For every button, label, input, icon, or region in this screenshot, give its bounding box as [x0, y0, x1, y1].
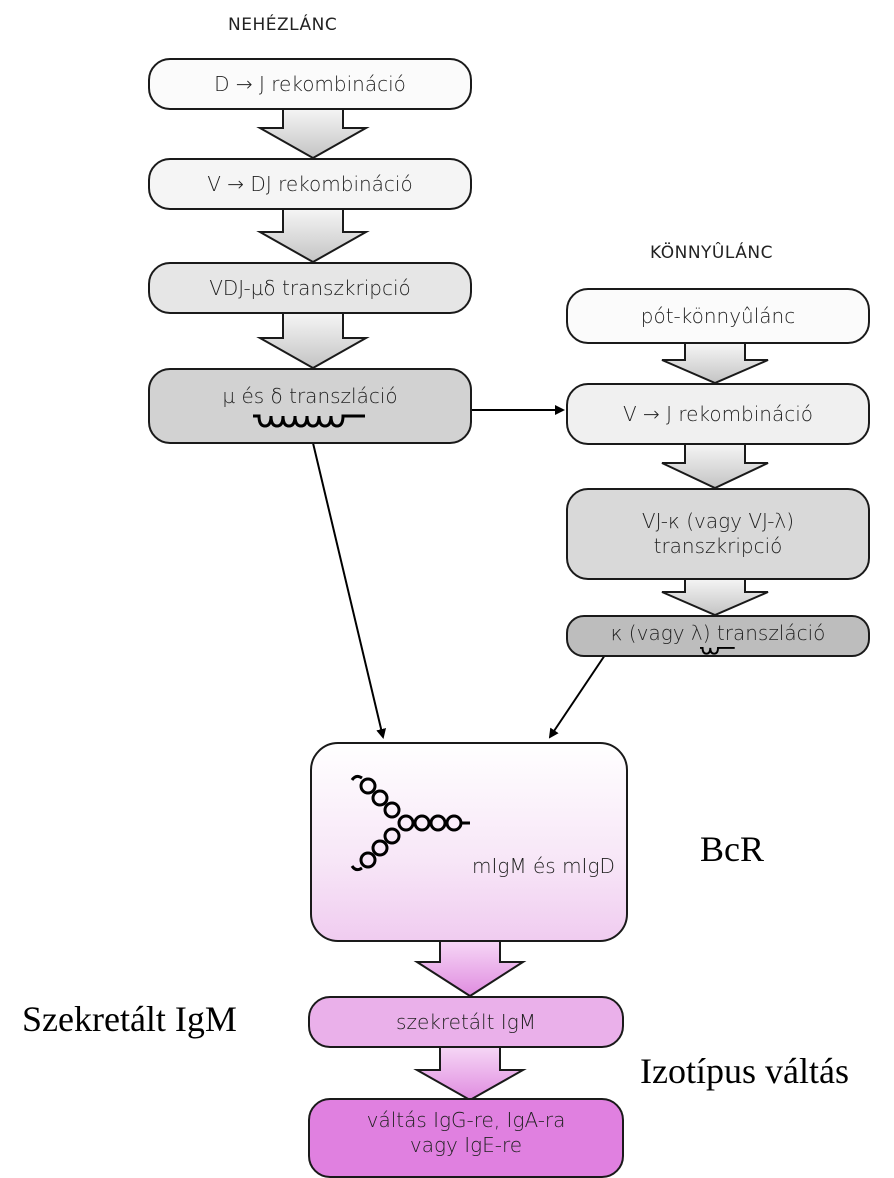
dj-recombination-box: D → J rekombináció: [148, 58, 472, 110]
heavy-transcription-box: VDJ-µδ transzkripció: [148, 262, 472, 314]
light-translation-label: κ (vagy λ) transzláció: [610, 621, 826, 645]
dj-recombination-label: D → J rekombináció: [214, 71, 406, 96]
isotype-switch-line1: váltás IgG-re, IgA-ra: [366, 1108, 566, 1132]
block-arrow-4: [661, 342, 769, 385]
vdj-recombination-box: V → DJ rekombináció: [148, 158, 472, 210]
arrow-light-to-bcr: [548, 654, 606, 739]
surrogate-light-chain-label: pót-könnyûlánc: [640, 303, 796, 328]
arrows-layer: [256, 107, 769, 1102]
vj-recombination-box: V → J rekombináció: [566, 383, 870, 445]
block-arrow-2: [256, 207, 370, 264]
light-chain-domains-icon: [700, 646, 735, 655]
surrogate-light-chain-box: pót-könnyûlánc: [566, 288, 870, 344]
light-transcription-line1: VJ-κ (vagy VJ-λ): [641, 509, 795, 533]
heavy-translation-box: µ és δ transzláció: [148, 368, 472, 444]
secreted-igm-label: szekretált IgM: [396, 1009, 536, 1034]
bcr-side-label: BcR: [700, 829, 765, 869]
isotype-switch-line2: vagy IgE-re: [409, 1133, 523, 1157]
antibody-structure-icon: [350, 774, 470, 872]
bcr-box-label: mIgM és mIgD: [472, 854, 615, 878]
heavy-chain-domains-icon: [253, 414, 365, 428]
block-arrow-8: [413, 1045, 527, 1102]
isotype-switch-box: váltás IgG-re, IgA-ra vagy IgE-re: [308, 1098, 624, 1178]
heavy-translation-label: µ és δ transzláció: [222, 383, 398, 408]
block-arrow-6: [661, 577, 769, 617]
block-arrow-1: [256, 107, 370, 160]
block-arrow-5: [661, 442, 769, 490]
arrow-heavy-to-bcr: [312, 442, 387, 739]
light-transcription-line2: transzkripció: [653, 534, 783, 558]
block-arrow-7: [413, 939, 527, 998]
bcr-box: mIgM és mIgD: [310, 742, 628, 942]
isotype-switch-side-label: Izotípus váltás: [640, 1051, 849, 1091]
light-transcription-box: VJ-κ (vagy VJ-λ) transzkripció: [566, 488, 870, 580]
light-translation-box: κ (vagy λ) transzláció: [566, 615, 870, 657]
heavy-chain-heading: NEHÉZLÁNC: [228, 15, 338, 35]
block-arrow-3: [256, 311, 370, 370]
heavy-transcription-label: VDJ-µδ transzkripció: [209, 275, 411, 300]
secreted-igm-box: szekretált IgM: [308, 996, 624, 1048]
immunoglobulin-development-diagram: NEHÉZLÁNC KÖNNYÛLÁNC D → J rekombináció …: [22, 15, 870, 1178]
vdj-recombination-label: V → DJ rekombináció: [207, 171, 413, 196]
secreted-side-label: Szekretált IgM: [22, 999, 237, 1039]
light-chain-heading: KÖNNYÛLÁNC: [650, 243, 773, 263]
vj-recombination-label: V → J rekombináció: [622, 401, 814, 426]
